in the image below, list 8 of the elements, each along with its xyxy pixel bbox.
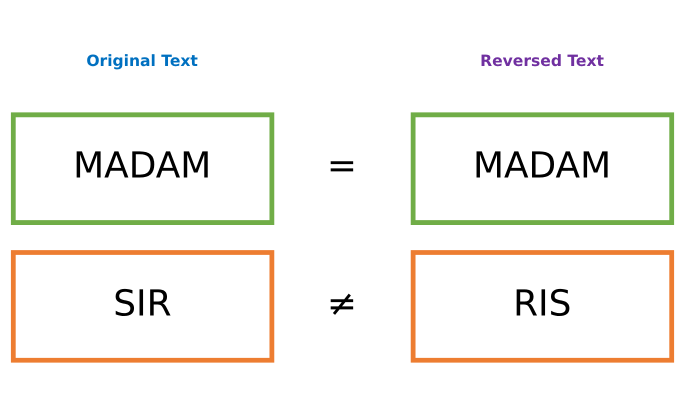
label: Original Text bbox=[86, 52, 198, 70]
node-box: SIR bbox=[10, 250, 274, 362]
label: = bbox=[326, 145, 358, 186]
node-box: RIS bbox=[410, 250, 674, 362]
label: ≠ bbox=[326, 282, 358, 324]
label: Reversed Text bbox=[480, 52, 604, 70]
node-box: MADAM bbox=[410, 112, 674, 224]
node-box: MADAM bbox=[10, 112, 274, 224]
